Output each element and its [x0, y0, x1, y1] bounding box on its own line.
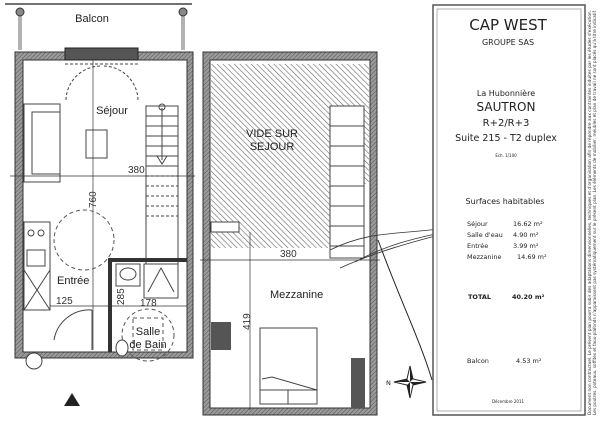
balcony-post-left: [15, 7, 25, 17]
sofa: [23, 103, 61, 183]
kitchenette: [23, 221, 51, 311]
svg-text:Entrée: Entrée: [467, 242, 488, 250]
north-label: N: [386, 379, 391, 387]
city-name: SAUTRON: [477, 100, 536, 114]
group-name: GROUPE SAS: [482, 38, 534, 47]
staircase: [329, 105, 365, 259]
window: [64, 47, 139, 61]
total-label: TOTAL: [468, 293, 491, 301]
svg-text:4.90 m²: 4.90 m²: [513, 231, 539, 239]
room-label-sejour: Séjour: [96, 105, 128, 117]
void-label: VIDE SUR: [246, 128, 298, 140]
dimension-bath-width: 178: [140, 298, 157, 309]
svg-text:3.99 m²: 3.99 m²: [513, 242, 539, 250]
void-area: [211, 64, 330, 248]
shower: [143, 263, 179, 299]
ground-floor-plan: Balcon Séjour 380 760 125 285: [5, 3, 195, 406]
balcony-label: Balcon: [75, 13, 109, 25]
svg-text:Séjour: Séjour: [467, 220, 488, 228]
balcony-area-label: Balcon: [467, 357, 489, 365]
company-name: CAP WEST: [469, 16, 547, 34]
project-name: La Hubonnière: [477, 88, 535, 98]
entrance-arrow-icon: [64, 393, 80, 406]
svg-text:Document non contractuel. Le p: Document non contractuel. Le présent pla…: [587, 10, 592, 415]
staircase: [145, 103, 179, 267]
date: Décembre 2011: [492, 399, 525, 404]
signature-arc: [377, 239, 433, 381]
svg-text:Mezzanine: Mezzanine: [467, 253, 501, 261]
dimension-height: 760: [88, 191, 99, 208]
svg-text:16.62 m²: 16.62 m²: [513, 220, 543, 228]
bed: [259, 327, 318, 405]
scale: Ech. 1/100: [495, 153, 517, 158]
svg-text:de Bain: de Bain: [129, 339, 166, 351]
balcony-area-value: 4.53 m²: [516, 357, 542, 365]
svg-text:14.69 m²: 14.69 m²: [517, 253, 547, 261]
title-block: CAP WEST GROUPE SAS La Hubonnière SAUTRO…: [432, 4, 586, 416]
levels: R+2/R+3: [483, 118, 530, 129]
exterior-wall: [14, 51, 194, 359]
dimension-bath-height: 285: [116, 288, 127, 305]
balcony-post-right: [178, 7, 188, 17]
total-value: 40.20 m²: [512, 293, 545, 301]
dimension-width: 380: [128, 165, 145, 176]
disclaimer: Document non contractuel. Le présent pla…: [587, 10, 597, 415]
surfaces-table: Séjour 16.62 m² Salle d'eau 4.90 m² Entrée…: [467, 220, 547, 261]
door-swing: [65, 65, 101, 101]
water-heater: [25, 352, 43, 370]
surfaces-heading: Surfaces habitables: [466, 197, 545, 206]
room-label-entree: Entrée: [57, 275, 89, 287]
toilet: [115, 339, 129, 357]
svg-text:Salle d'eau: Salle d'eau: [467, 231, 503, 239]
svg-text:SEJOUR: SEJOUR: [250, 141, 295, 153]
coffee-table: [85, 129, 108, 159]
unit-name: Suite 215 - T2 duplex: [455, 133, 557, 144]
compass-rose-icon: N: [386, 365, 427, 399]
svg-text:Les poutres, poteaux, soffites: Les poutres, poteaux, soffites et faux-p…: [592, 10, 597, 415]
exterior-wall: [202, 51, 378, 416]
mezzanine-plan: VIDE SUR SEJOUR 380 419 Mezzanine: [200, 51, 380, 416]
room-label-mezzanine: Mezzanine: [270, 289, 323, 301]
dimension-entree: 125: [56, 296, 73, 307]
room-label-salle-de-bain: Salle: [136, 326, 160, 338]
dimension-height: 419: [242, 313, 253, 330]
turning-circle: [53, 209, 115, 271]
dimension-width: 380: [280, 249, 297, 260]
